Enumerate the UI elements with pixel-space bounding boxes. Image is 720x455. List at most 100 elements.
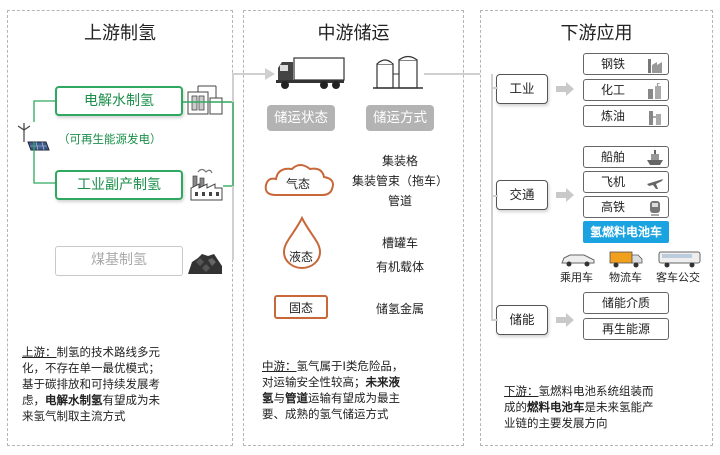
upstream-desc-line4: 虑， (22, 393, 45, 407)
upstream-desc-prefix: 上游： (22, 345, 57, 359)
electrolysis-label: 电解水制氢 (84, 93, 154, 109)
gas-method-1: 集装格 (381, 154, 418, 168)
transport-arrow (556, 188, 574, 202)
renewable-energy-item: 再生能源 (583, 318, 669, 340)
solar-wind-icon (17, 123, 50, 151)
upstream-connector (33, 100, 58, 184)
midstream-desc-prefix: 中游： (262, 359, 297, 373)
coal-based-box: 煤基制氢 (55, 246, 183, 276)
storage-medium-label: 储能介质 (601, 296, 650, 310)
industry-arrow (556, 82, 574, 96)
midstream-desc-bold1: 未来液 (365, 375, 401, 389)
upstream-title: 上游制氢 (84, 23, 156, 44)
factory-icon (190, 168, 223, 201)
midstream-desc-bold3: 管道 (285, 391, 308, 405)
steel-label: 钢铁 (600, 57, 625, 71)
storage-state-label: 储运状态 (274, 110, 328, 126)
downstream-desc-prefix: 下游： (504, 384, 539, 398)
liquid-label: 液态 (289, 250, 314, 264)
storage-medium-item: 储能介质 (583, 292, 669, 314)
downstream-connector (491, 74, 498, 321)
fuel-cell-vehicle-label: 氢燃料电池车 (589, 225, 662, 239)
downstream-desc-line2b: 是未来氢能产 (584, 400, 654, 414)
midstream-desc-mid: 与 (273, 391, 286, 405)
midstream-desc-line3b: 运输有望成为最主 (308, 391, 400, 405)
downstream-desc-bold1: 燃料电池车 (527, 400, 585, 414)
ship-icon (647, 150, 663, 165)
upstream-desc-line3: 基于碳排放和可持续发展考 (22, 377, 160, 391)
midstream-desc-bold2: 氢 (262, 391, 274, 405)
gas-method-2: 集装管束（拖车） (351, 174, 448, 188)
energy-storage-box: 储能 (496, 305, 548, 335)
solid-label: 固态 (288, 301, 313, 315)
midstream-desc-line1: 氢气属于I类危险品， (296, 359, 404, 373)
highspeed-rail-label: 高铁 (600, 200, 625, 214)
downstream-desc-line3: 业链的主要发展方向 (504, 416, 608, 430)
aircraft-item: 飞机 (583, 171, 669, 193)
coal-icon (188, 254, 222, 274)
truck-icon (276, 57, 345, 89)
logistics-vehicle-label: 物流车 (609, 271, 642, 284)
storage-state-pill: 储运状态 (267, 105, 335, 131)
upstream-desc-line1: 制氢的技术路线多元 (56, 345, 161, 359)
upstream-panel: 上游制氢 (7, 10, 233, 446)
upstream-desc-line5: 来氢气制取主流方式 (22, 409, 126, 423)
downstream-desc-line2: 成的 (504, 400, 527, 414)
bus-label: 客车公交 (656, 271, 700, 284)
liquid-method-1: 槽罐车 (381, 236, 418, 250)
liquid-method-2: 有机载体 (375, 260, 424, 274)
refining-item: 炼油 (583, 105, 669, 127)
chemical-item: 化工 (583, 79, 669, 101)
gas-method-3: 管道 (387, 194, 412, 208)
highspeed-rail-item: 高铁 (583, 196, 669, 218)
steel-item: 钢铁 (583, 53, 669, 75)
refining-label: 炼油 (600, 109, 625, 123)
passenger-car-label: 乘用车 (560, 271, 593, 284)
midstream-desc-line4: 要、成熟的氢气储运方式 (262, 407, 389, 421)
ship-label: 船舶 (600, 150, 625, 164)
downstream-title: 下游应用 (560, 23, 633, 44)
upstream-desc-bold1: 电解水制氢 (45, 393, 103, 407)
ship-item: 船舶 (583, 146, 669, 168)
fuel-cell-vehicle-badge: 氢燃料电池车 (583, 221, 669, 243)
energy-storage-label: 储能 (509, 312, 535, 327)
storage-method-label: 储运方式 (373, 110, 427, 126)
midstream-desc-line2: 对运输安全性较高； (262, 375, 366, 389)
gas-cloud-icon (264, 164, 334, 196)
coal-based-label: 煤基制氢 (91, 252, 147, 268)
aircraft-icon (647, 179, 663, 189)
midstream-title: 中游储运 (317, 23, 390, 44)
industrial-byproduct-label: 工业副产制氢 (77, 177, 161, 193)
industry-label: 工业 (509, 81, 535, 96)
chemical-plant-icon (648, 83, 661, 99)
bus-icon (658, 251, 701, 268)
midstream-description: 中游：氢气属于I类危险品， 对运输安全性较高；未来液 氢与管道运输有望成为最主 … (262, 358, 462, 422)
electrolysis-box: 电解水制氢 (55, 86, 183, 116)
downstream-description: 下游：氢燃料电池系统组装而 成的燃料电池车是未来氢能产 业链的主要发展方向 (504, 383, 709, 431)
transport-box: 交通 (496, 180, 548, 210)
industrial-byproduct-box: 工业副产制氢 (55, 170, 183, 200)
downstream-desc-line1: 氢燃料电池系统组装而 (538, 384, 654, 398)
train-icon (650, 201, 660, 216)
storage-method-pill: 储运方式 (366, 105, 434, 131)
steel-plant-icon (648, 59, 662, 73)
storage-arrow (556, 313, 574, 327)
upstream-description: 上游：制氢的技术路线多元 化，不存在单一最优模式； 基于碳排放和可持续发展考 虑… (22, 344, 232, 424)
logistics-truck-icon (609, 251, 643, 268)
renewable-note: （可再生能源发电） (58, 132, 162, 146)
gas-label: 气态 (286, 177, 311, 191)
liquid-drop-icon (282, 216, 322, 269)
upstream-desc-line2: 化，不存在单一最优模式； (22, 361, 160, 375)
solid-method-1: 储氢金属 (375, 302, 424, 316)
chemical-label: 化工 (600, 83, 625, 97)
transport-label: 交通 (509, 187, 535, 202)
passenger-car-icon (561, 254, 595, 267)
industry-box: 工业 (496, 74, 548, 104)
refinery-icon (649, 111, 661, 125)
solid-box: 固态 (274, 295, 328, 319)
aircraft-label: 飞机 (600, 175, 625, 189)
renewable-energy-label: 再生能源 (601, 322, 650, 336)
upstream-desc-line4b: 有望成为未 (102, 393, 161, 407)
storage-tanks-icon (373, 55, 423, 89)
up-to-mid-arrows (183, 68, 275, 260)
